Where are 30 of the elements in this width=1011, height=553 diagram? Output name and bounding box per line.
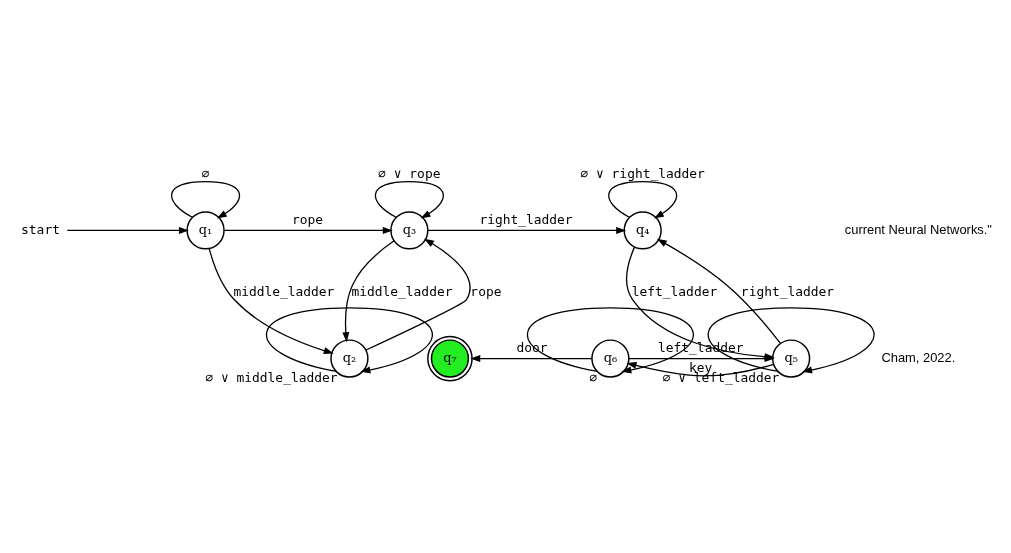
node-circle: q₁ [186, 211, 225, 250]
edge-label: middle_ladder [233, 284, 335, 300]
arrow [265, 307, 433, 374]
edge-label: right_ladder [740, 284, 835, 300]
edge-label: rope [470, 284, 502, 300]
arrow [608, 180, 678, 219]
edge-label: ∅ ∨ right_ladder [580, 166, 705, 182]
arrow [707, 307, 875, 374]
arrow [470, 355, 593, 363]
edge-label: right_ladder [479, 212, 573, 228]
arrow [223, 226, 393, 234]
node-text: start [21, 221, 60, 237]
arrow [626, 362, 775, 377]
node-circle: q₄ [623, 211, 662, 250]
arrow [342, 240, 395, 343]
edge-label: ∅ [201, 166, 210, 182]
arrow [208, 247, 334, 354]
edge-label: left_ladder [631, 284, 718, 300]
label: Cham, 2022. [881, 349, 956, 365]
edge-label: middle_ladder [351, 284, 453, 300]
edge-label: rope [291, 212, 323, 228]
arrow [365, 238, 471, 351]
arrow [171, 180, 241, 219]
arrow [656, 238, 782, 344]
arrow [427, 226, 627, 234]
arrow [526, 307, 694, 374]
edge-label: ∅ ∨ rope [378, 166, 441, 182]
arrow [66, 226, 189, 234]
arrow [374, 180, 444, 219]
label: current Neural Networks." [844, 221, 992, 237]
